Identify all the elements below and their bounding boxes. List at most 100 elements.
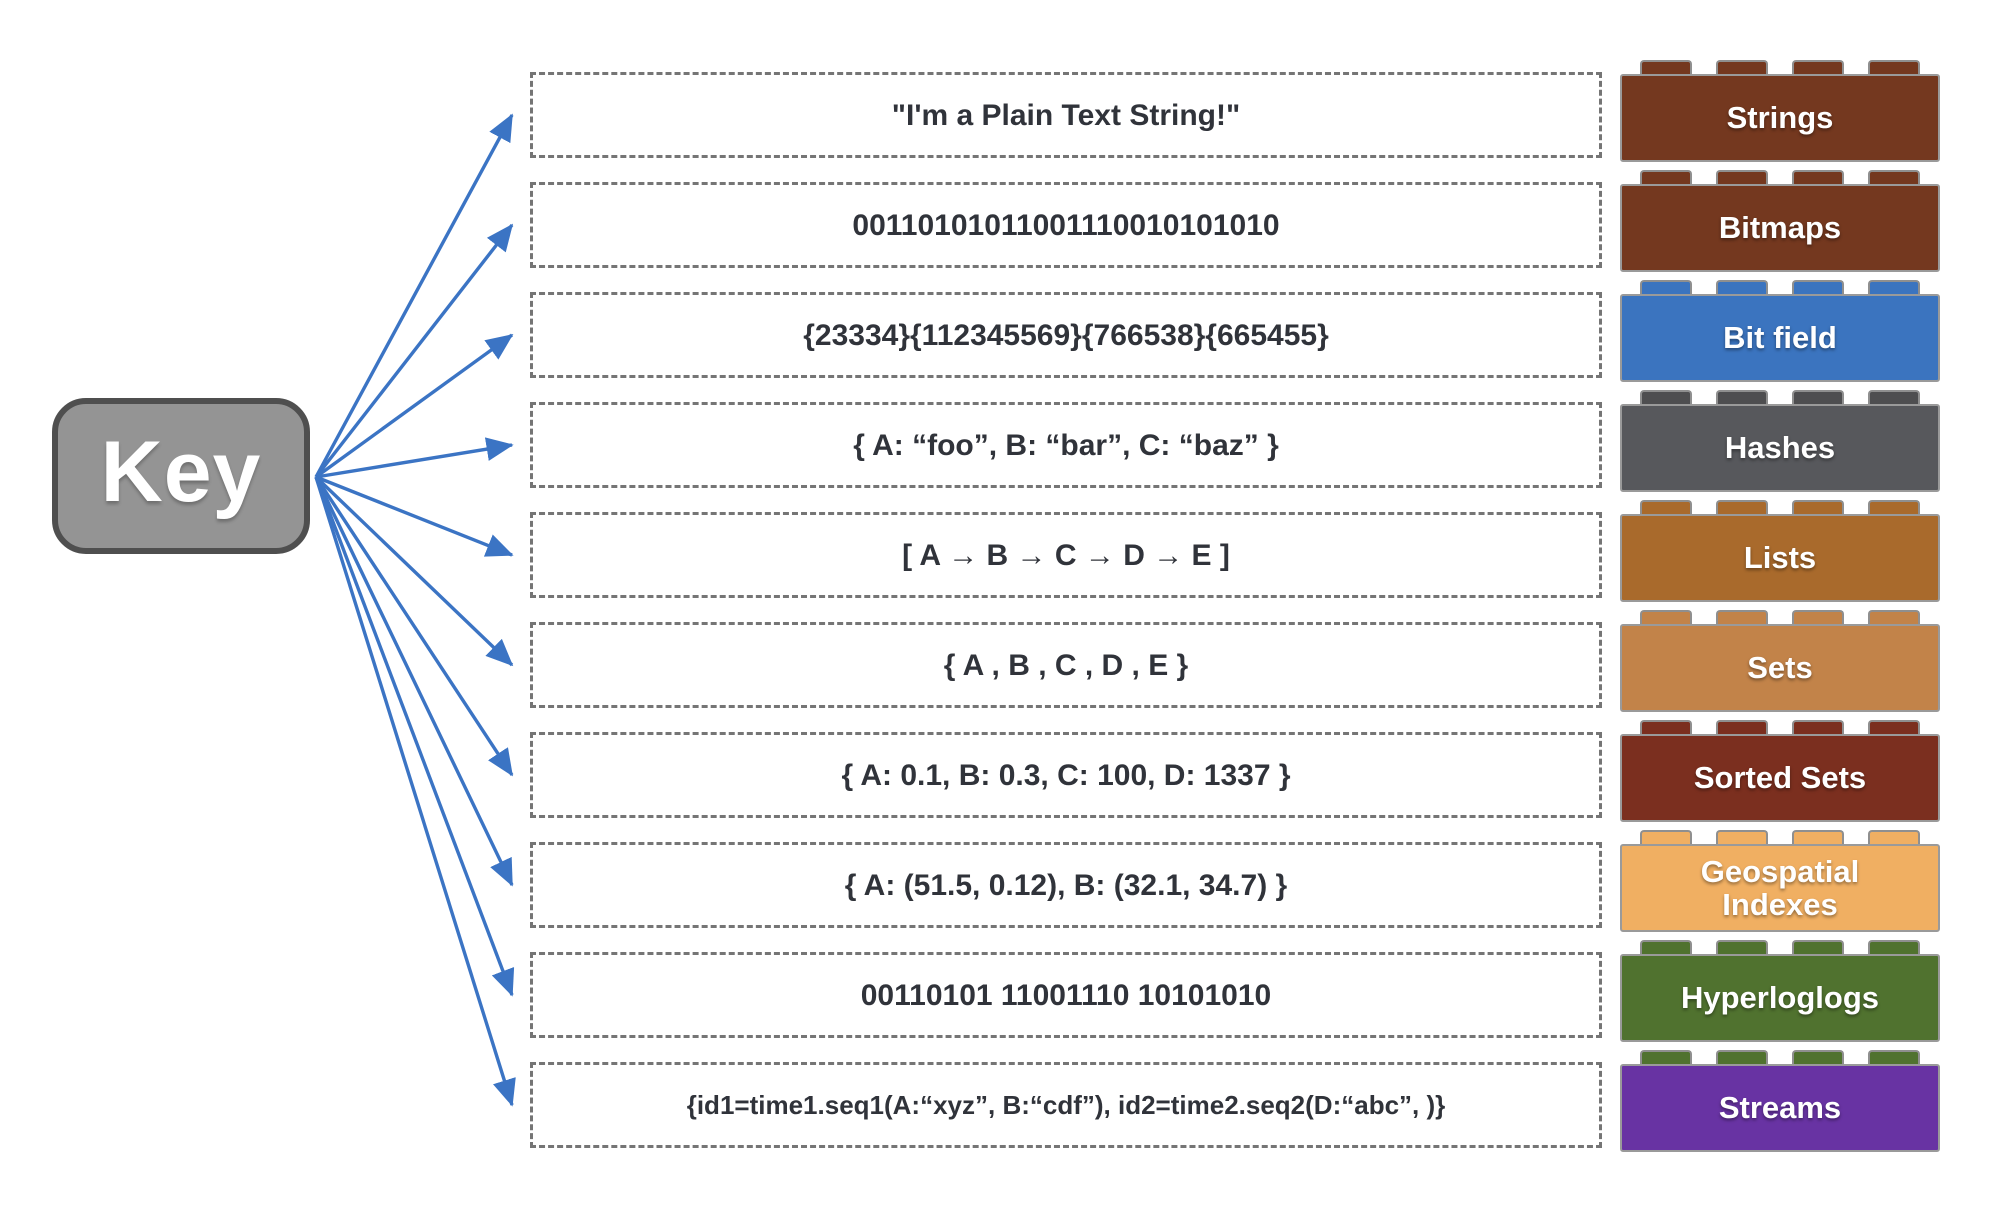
arrow-key-to-bit-field: [315, 333, 514, 479]
row-streams: {id1=time1.seq1(A:“xyz”, B:“cdf”), id2=t…: [530, 1050, 1950, 1160]
row-strings: "I'm a Plain Text String!" Strings: [530, 60, 1950, 170]
brick-body: Lists: [1620, 514, 1940, 602]
value-text-sets: { A , B , C , D , E }: [943, 648, 1189, 682]
value-text-lists: [ A → B → C → D → E ]: [902, 538, 1230, 572]
brick-label-sorted-sets: Sorted Sets: [1693, 760, 1867, 796]
brick-studs: [1620, 720, 1940, 735]
brick-stud-icon: [1716, 280, 1768, 295]
brick-sorted-sets: Sorted Sets: [1620, 720, 1940, 822]
brick-lists: Lists: [1620, 500, 1940, 602]
brick-stud-icon: [1640, 610, 1692, 625]
brick-stud-icon: [1868, 830, 1920, 845]
brick-body: Strings: [1620, 74, 1940, 162]
brick-stud-icon: [1716, 60, 1768, 75]
value-text-bitmaps: 00110101011001110010101010: [852, 208, 1280, 242]
value-text-bit-field: {23334}{112345569}{766538}{665455}: [803, 318, 1329, 352]
brick-stud-icon: [1792, 280, 1844, 295]
brick-stud-icon: [1716, 830, 1768, 845]
brick-label-hyperloglogs: Hyperloglogs: [1680, 980, 1880, 1016]
value-text-strings: "I'm a Plain Text String!": [891, 98, 1241, 132]
brick-body: Hyperloglogs: [1620, 954, 1940, 1042]
brick-stud-icon: [1868, 720, 1920, 735]
brick-studs: [1620, 280, 1940, 295]
brick-stud-icon: [1716, 610, 1768, 625]
brick-stud-icon: [1640, 60, 1692, 75]
brick-studs: [1620, 610, 1940, 625]
arrow-key-to-strings: [314, 113, 514, 478]
row-geospatial: { A: (51.5, 0.12), B: (32.1, 34.7) } Geo…: [530, 830, 1950, 940]
value-box-bit-field: {23334}{112345569}{766538}{665455}: [530, 292, 1602, 378]
brick-stud-icon: [1792, 170, 1844, 185]
brick-body: Streams: [1620, 1064, 1940, 1152]
brick-studs: [1620, 1050, 1940, 1065]
brick-hashes: Hashes: [1620, 390, 1940, 492]
brick-stud-icon: [1792, 940, 1844, 955]
brick-stud-icon: [1640, 940, 1692, 955]
key-box: Key: [52, 398, 310, 554]
brick-label-geospatial: Geospatial Indexes: [1700, 853, 1860, 922]
brick-stud-icon: [1640, 390, 1692, 405]
value-box-geospatial: { A: (51.5, 0.12), B: (32.1, 34.7) }: [530, 842, 1602, 928]
brick-stud-icon: [1792, 720, 1844, 735]
brick-stud-icon: [1716, 720, 1768, 735]
row-lists: [ A → B → C → D → E ] Lists: [530, 500, 1950, 610]
arrow-key-to-hyperloglogs: [314, 476, 515, 997]
brick-stud-icon: [1640, 720, 1692, 735]
brick-stud-icon: [1640, 830, 1692, 845]
row-hyperloglogs: 00110101 11001110 10101010 Hyperloglogs: [530, 940, 1950, 1050]
brick-body: Bit field: [1620, 294, 1940, 382]
brick-stud-icon: [1716, 500, 1768, 515]
row-bitmaps: 00110101011001110010101010 Bitmaps: [530, 170, 1950, 280]
brick-stud-icon: [1716, 1050, 1768, 1065]
brick-stud-icon: [1640, 170, 1692, 185]
brick-studs: [1620, 60, 1940, 75]
brick-studs: [1620, 830, 1940, 845]
brick-stud-icon: [1868, 610, 1920, 625]
brick-stud-icon: [1792, 500, 1844, 515]
rows-container: "I'm a Plain Text String!" Strings 00110…: [530, 60, 1950, 1160]
key-label: Key: [100, 424, 262, 520]
value-box-sets: { A , B , C , D , E }: [530, 622, 1602, 708]
value-text-streams: {id1=time1.seq1(A:“xyz”, B:“cdf”), id2=t…: [686, 1089, 1446, 1120]
arrow-key-to-sorted-sets: [314, 476, 514, 777]
brick-stud-icon: [1792, 1050, 1844, 1065]
value-box-streams: {id1=time1.seq1(A:“xyz”, B:“cdf”), id2=t…: [530, 1062, 1602, 1148]
brick-studs: [1620, 500, 1940, 515]
brick-streams: Streams: [1620, 1050, 1940, 1152]
row-sorted-sets: { A: 0.1, B: 0.3, C: 100, D: 1337 } Sort…: [530, 720, 1950, 830]
brick-body: Sorted Sets: [1620, 734, 1940, 822]
brick-stud-icon: [1716, 170, 1768, 185]
brick-stud-icon: [1868, 170, 1920, 185]
arrow-key-to-bitmaps: [314, 223, 514, 479]
brick-stud-icon: [1640, 280, 1692, 295]
arrow-key-to-hashes: [315, 437, 514, 479]
brick-bitmaps: Bitmaps: [1620, 170, 1940, 272]
value-box-bitmaps: 00110101011001110010101010: [530, 182, 1602, 268]
brick-stud-icon: [1792, 610, 1844, 625]
brick-strings: Strings: [1620, 60, 1940, 162]
row-hashes: { A: “foo”, B: “bar”, C: “baz” } Hashes: [530, 390, 1950, 500]
value-box-lists: [ A → B → C → D → E ]: [530, 512, 1602, 598]
arrow-key-to-sets: [314, 475, 514, 667]
brick-stud-icon: [1716, 940, 1768, 955]
brick-bit-field: Bit field: [1620, 280, 1940, 382]
brick-stud-icon: [1868, 1050, 1920, 1065]
brick-hyperloglogs: Hyperloglogs: [1620, 940, 1940, 1042]
row-sets: { A , B , C , D , E } Sets: [530, 610, 1950, 720]
value-text-hyperloglogs: 00110101 11001110 10101010: [860, 978, 1272, 1012]
brick-studs: [1620, 170, 1940, 185]
brick-body: Sets: [1620, 624, 1940, 712]
value-text-hashes: { A: “foo”, B: “bar”, C: “baz” }: [853, 428, 1279, 462]
value-box-sorted-sets: { A: 0.1, B: 0.3, C: 100, D: 1337 }: [530, 732, 1602, 818]
brick-stud-icon: [1792, 390, 1844, 405]
brick-stud-icon: [1792, 830, 1844, 845]
brick-body: Hashes: [1620, 404, 1940, 492]
brick-stud-icon: [1868, 940, 1920, 955]
brick-stud-icon: [1640, 500, 1692, 515]
arrow-key-to-geospatial: [314, 476, 514, 887]
arrow-key-to-lists: [315, 475, 514, 557]
brick-stud-icon: [1868, 390, 1920, 405]
brick-stud-icon: [1792, 60, 1844, 75]
brick-sets: Sets: [1620, 610, 1940, 712]
brick-body: Geospatial Indexes: [1620, 844, 1940, 932]
